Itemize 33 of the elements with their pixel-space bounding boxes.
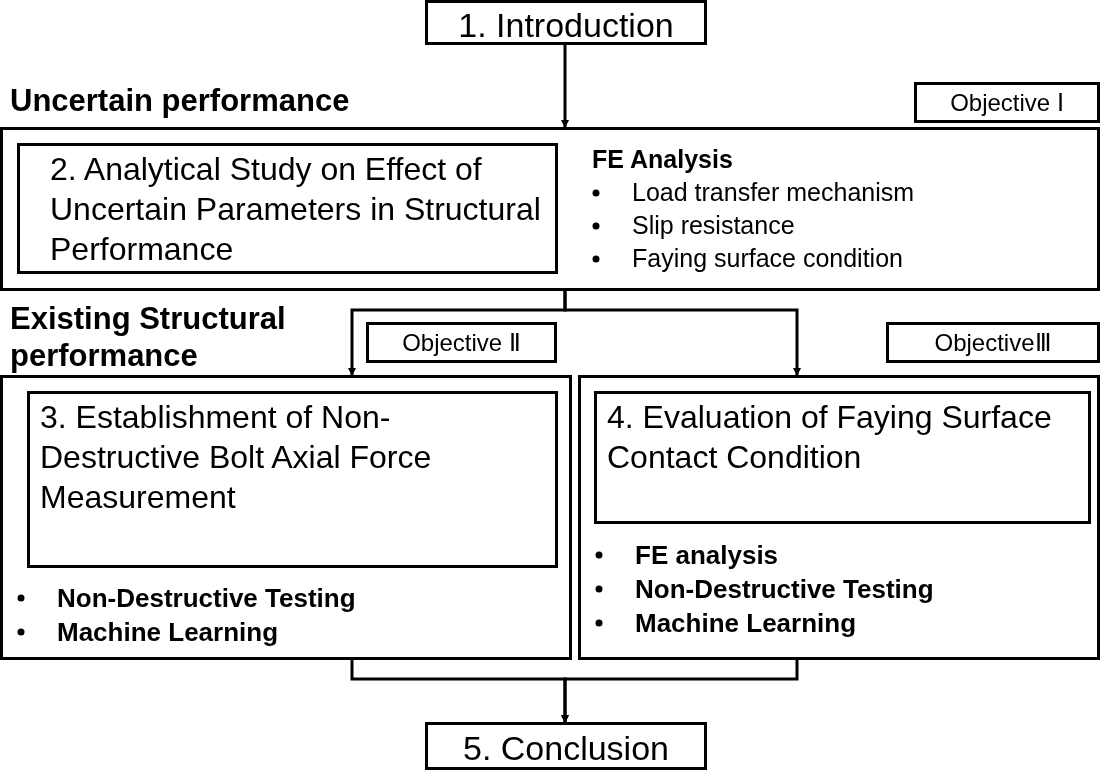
box-title: 3. Establishment of Non-Destructive Bolt Axial Force Measurement <box>39 398 433 517</box>
box-title: 5. Conclusion <box>462 728 670 769</box>
arrow <box>563 291 801 376</box>
process-box <box>425 722 707 770</box>
bullet-item: Non-Destructive Testing <box>3 581 563 615</box>
arrow <box>561 45 569 128</box>
bullet-item: FE analysis <box>581 538 1101 572</box>
section-label: Existing Structural performance <box>10 300 287 374</box>
bullet-item: Slip resistance <box>578 209 1098 242</box>
arrow <box>561 660 799 723</box>
box-title: 4. Evaluation of Faying Surface Contact Condition <box>606 398 1053 477</box>
bullet-item: Faying surface condition <box>578 242 1098 275</box>
box-title: Objective Ⅱ <box>401 328 522 358</box>
process-box <box>0 127 1100 291</box>
process-box <box>366 322 557 363</box>
process-box <box>578 375 1100 660</box>
process-box <box>594 391 1091 524</box>
section-heading: FE Analysis <box>591 144 734 175</box>
process-box <box>27 391 558 568</box>
process-box <box>886 322 1100 363</box>
process-box <box>17 143 558 274</box>
process-box <box>425 0 707 45</box>
bullet-item: Non-Destructive Testing <box>581 572 1101 606</box>
box-title: 1. Introduction <box>457 5 675 46</box>
process-box <box>914 82 1100 123</box>
bullet-item: Machine Learning <box>3 615 563 649</box>
bullet-item: Machine Learning <box>581 606 1101 640</box>
process-box <box>0 375 572 660</box>
box-title: Objective Ⅰ <box>949 88 1065 118</box>
bullet-item: Load transfer mechanism <box>578 176 1098 209</box>
section-label: Uncertain performance <box>10 82 351 119</box>
box-title: ObjectiveⅢ <box>933 328 1053 358</box>
box-title: 2. Analytical Study on Effect of Uncertain Parameters in Structural Performance <box>49 150 542 269</box>
